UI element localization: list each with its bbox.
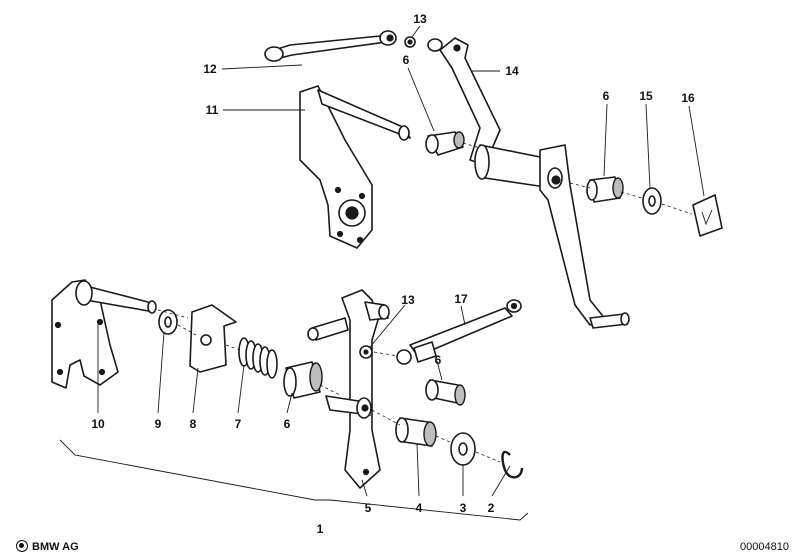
copyright-icon	[16, 540, 28, 552]
callout-12: 12	[203, 62, 217, 76]
copyright-text: BMW AG	[32, 541, 79, 553]
callout-6-lower-left: 6	[284, 417, 291, 431]
washer-9	[158, 309, 178, 335]
link-rod-17	[396, 299, 522, 365]
callout-6-upper-left: 6	[403, 53, 410, 67]
callout-1: 1	[317, 522, 324, 536]
lever-5	[307, 289, 390, 489]
callout-10: 10	[91, 417, 105, 431]
group-bracket-1	[59, 439, 529, 521]
lever-arm-14	[439, 37, 501, 166]
callout-8: 8	[190, 417, 197, 431]
bushing-6-lower-right	[425, 379, 466, 406]
link-rod-12	[264, 30, 397, 62]
washer-15	[642, 187, 662, 215]
callout-7: 7	[235, 417, 242, 431]
bushing-4	[395, 417, 437, 447]
callout-15: 15	[639, 89, 653, 103]
copyright-notice: BMW AG	[16, 540, 79, 553]
bracket-11	[299, 85, 411, 249]
callout-17: 17	[454, 292, 468, 306]
callout-13-lower: 13	[401, 293, 415, 307]
callout-11: 11	[206, 103, 219, 117]
cross-shaft	[474, 144, 630, 329]
bushing-6-upper-right	[586, 176, 624, 203]
bushing-6-lower-left	[283, 361, 323, 399]
callout-labels: 1 2 3 4 5 6 6 6 6 7 8 9 10 11 12 13 13 1…	[91, 12, 695, 536]
callout-3: 3	[460, 501, 467, 515]
callout-14: 14	[505, 64, 519, 78]
plate-8	[189, 304, 237, 373]
bracket-10	[51, 279, 157, 389]
spring-7	[238, 337, 278, 379]
nut-13-lower	[359, 345, 373, 359]
leader-lines	[97, 25, 705, 497]
circlip-2	[501, 450, 524, 479]
callout-4: 4	[416, 501, 423, 515]
callout-2: 2	[488, 501, 495, 515]
callout-6-upper-right: 6	[603, 89, 610, 103]
document-number: 00004810	[740, 541, 789, 553]
callout-5: 5	[365, 501, 372, 515]
clip-16	[692, 194, 723, 237]
callout-13-upper: 13	[413, 12, 427, 26]
callout-9: 9	[155, 417, 162, 431]
nut-13-upper	[404, 36, 443, 52]
callout-16: 16	[681, 91, 695, 105]
bushing-6-upper-left	[425, 131, 465, 156]
callout-6-lower-right: 6	[435, 353, 442, 367]
washer-3	[450, 432, 476, 466]
